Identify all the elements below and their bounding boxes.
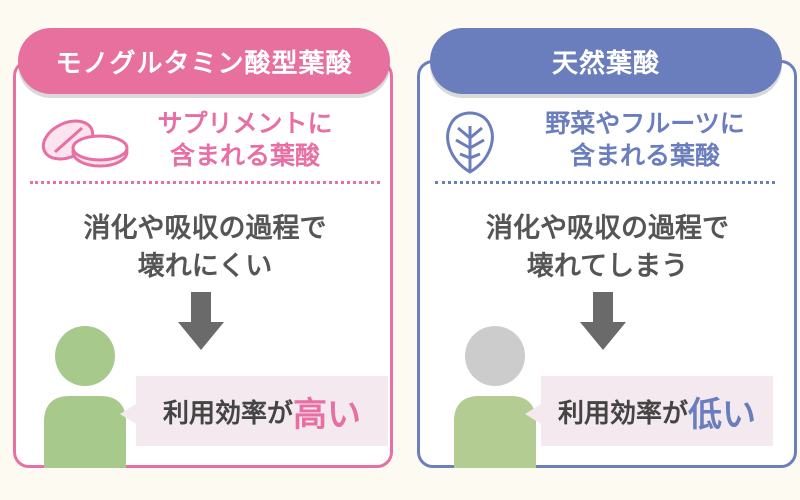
person-icon — [30, 322, 138, 472]
down-arrow-icon — [178, 292, 224, 356]
left-desc-line2: 壊れにくい — [137, 251, 273, 282]
left-subtitle-line2: 含まれる葉酸 — [169, 141, 320, 170]
down-arrow-icon — [580, 292, 626, 356]
left-desc-line1: 消化や吸収の過程で — [83, 213, 327, 244]
left-result-emphasis: 高い — [293, 394, 361, 435]
right-subtitle-line2: 含まれる葉酸 — [569, 141, 720, 170]
right-subtitle: 野菜やフルーツに 含まれる葉酸 — [505, 108, 785, 172]
right-desc-line2: 壊れてしまう — [526, 251, 689, 282]
right-result-bubble: 利用効率が低い — [525, 376, 773, 446]
left-result-prefix: 利用効率が — [162, 398, 293, 429]
right-divider — [435, 181, 775, 184]
left-title: モノグルタミン酸型葉酸 — [18, 28, 390, 94]
right-result-prefix: 利用効率が — [557, 398, 688, 429]
left-subtitle-line1: サプリメントに — [157, 109, 333, 138]
person-icon — [440, 322, 548, 472]
left-subtitle: サプリメントに 含まれる葉酸 — [130, 108, 360, 172]
right-result-emphasis: 低い — [688, 394, 756, 435]
right-title: 天然葉酸 — [430, 28, 782, 94]
leaf-icon — [440, 108, 500, 180]
left-description: 消化や吸収の過程で 壊れにくい — [30, 210, 380, 286]
left-divider — [30, 181, 380, 184]
left-result-bubble: 利用効率が高い — [120, 376, 388, 446]
pill-icon — [38, 112, 130, 176]
right-desc-line1: 消化や吸収の過程で — [486, 213, 729, 244]
right-description: 消化や吸収の過程で 壊れてしまう — [435, 210, 780, 286]
right-subtitle-line1: 野菜やフルーツに — [545, 109, 745, 138]
